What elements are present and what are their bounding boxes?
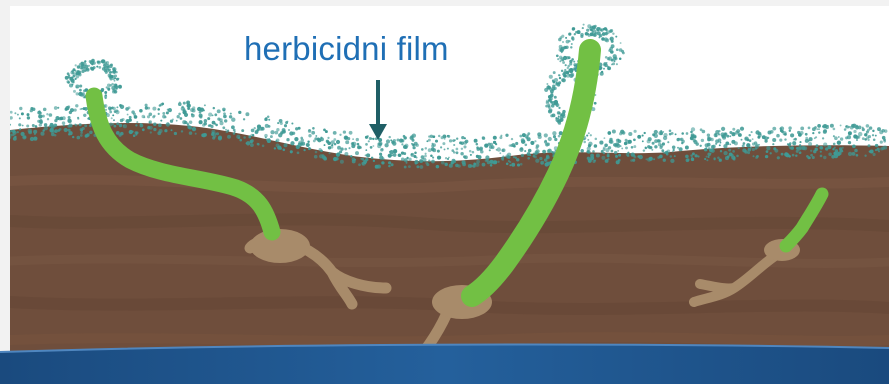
herbicide-film-label: herbicidni film — [244, 30, 449, 68]
decorative-bottom-band — [0, 342, 889, 384]
soil-diagram-panel: herbicidni film — [10, 6, 889, 384]
soil-cross-section — [10, 6, 889, 384]
down-arrow-icon — [369, 80, 387, 140]
